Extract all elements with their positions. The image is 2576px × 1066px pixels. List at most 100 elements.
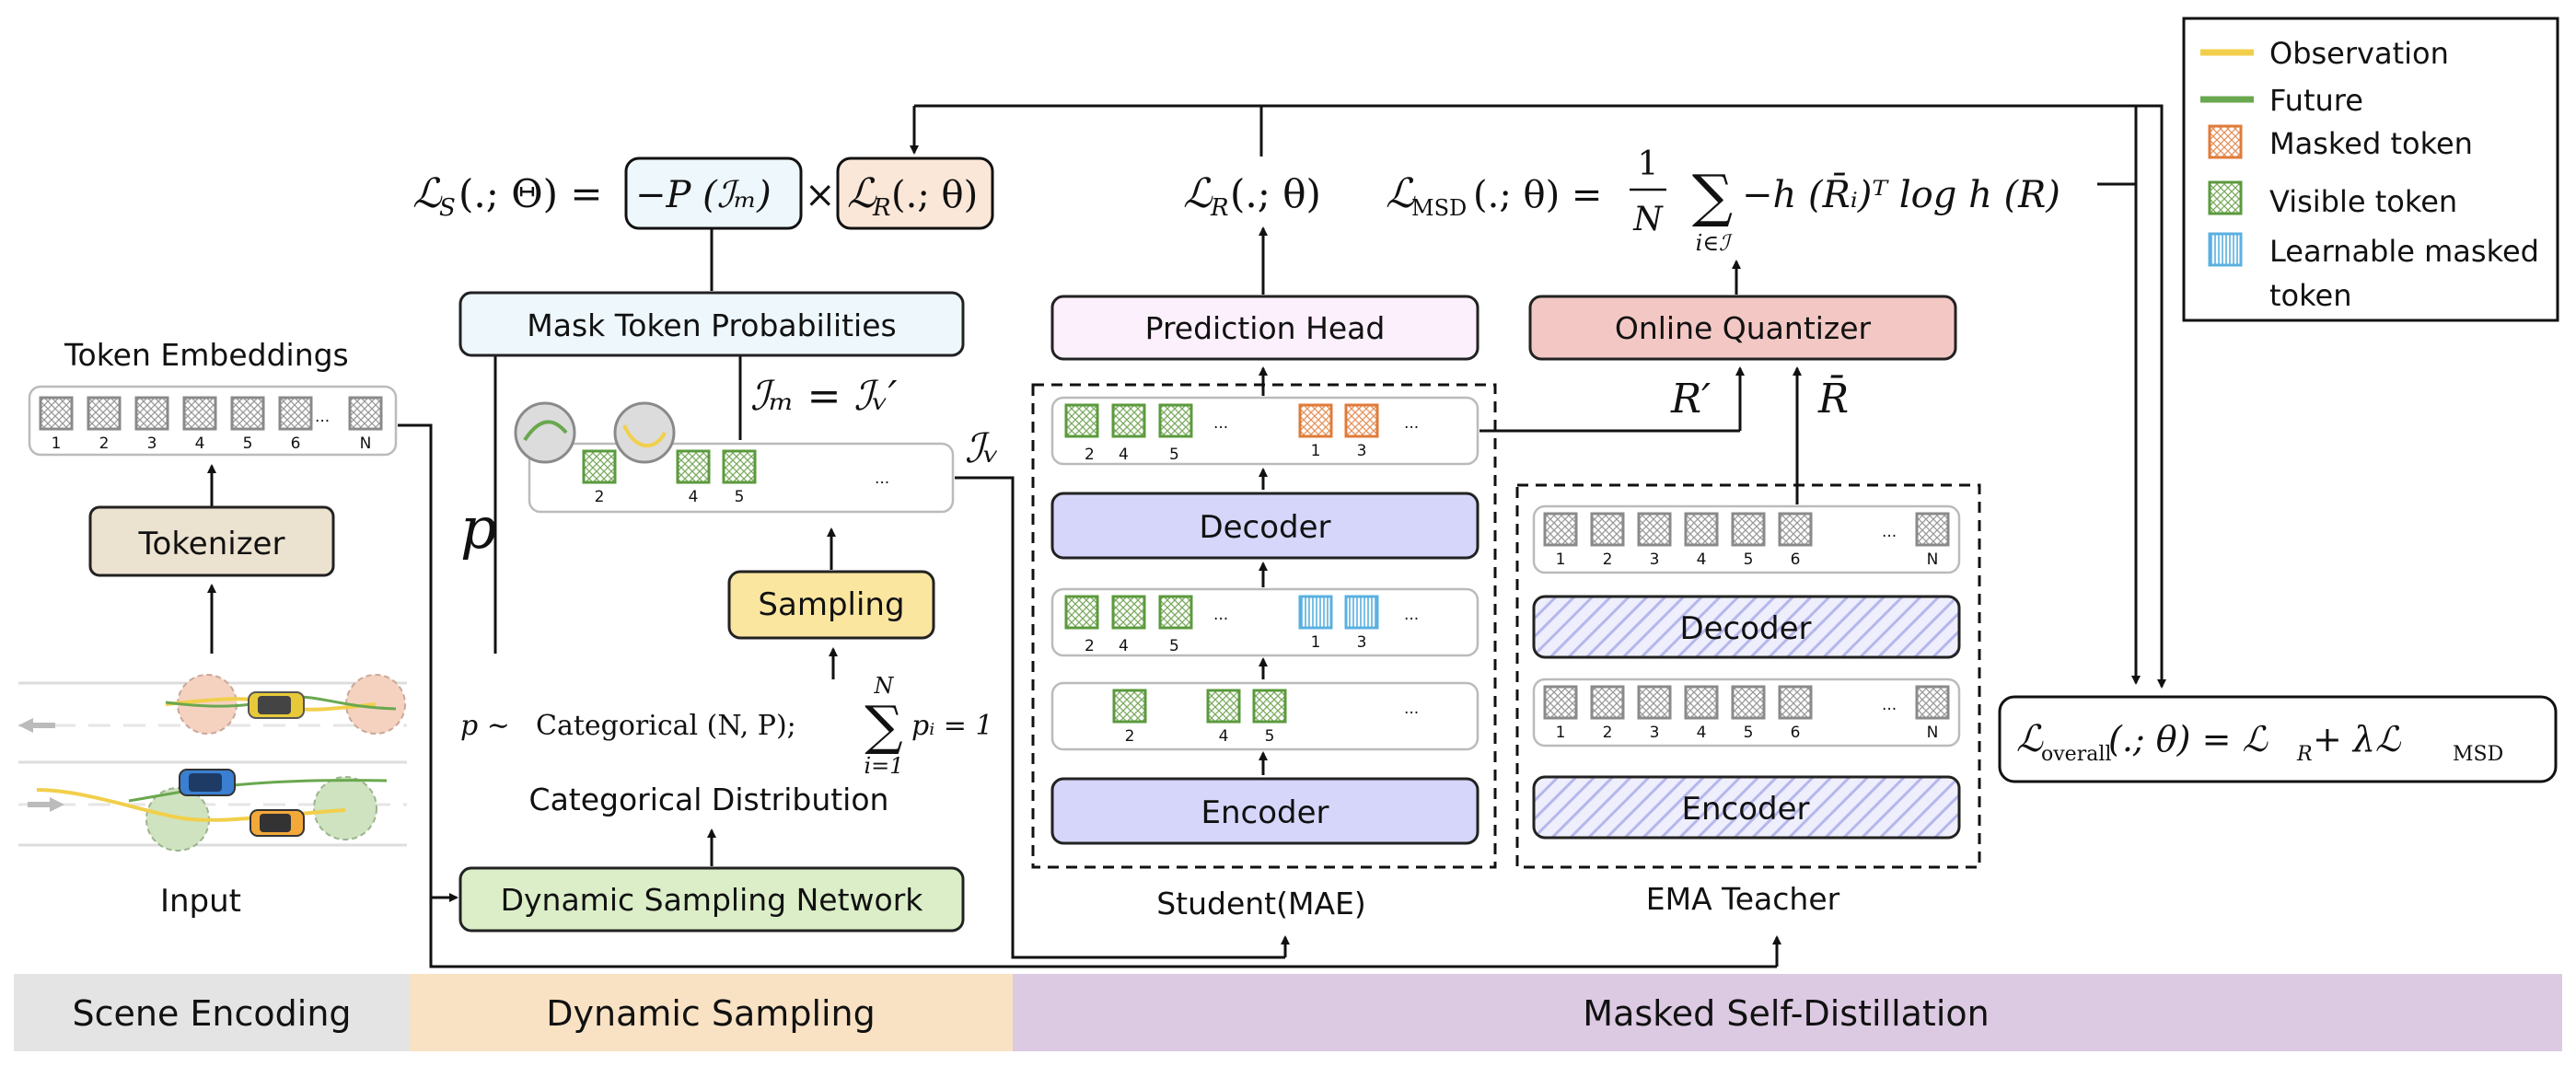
stage-scene-label: Scene Encoding (72, 993, 351, 1034)
svg-text:×: × (805, 174, 836, 216)
sampling-box (727, 570, 935, 640)
svg-text:(.; θ) = ℒ: (.; θ) = ℒ (2108, 719, 2269, 759)
teacher-token (1684, 512, 1719, 547)
legend: Observation Future Masked token Visible … (2182, 17, 2559, 322)
legend-masked-token: Masked token (2269, 126, 2473, 161)
student-label: Student(MAE) (1156, 886, 1366, 921)
ellipsis: ... (315, 408, 330, 426)
teacher-label: EMA Teacher (1646, 881, 1840, 917)
svg-text:R: R (872, 194, 891, 222)
dynamic-sampling-network-box (458, 866, 965, 933)
r-bar: R̄ (1817, 374, 1849, 423)
ellipsis: ... (1213, 606, 1228, 624)
svg-text:(.; Θ) =: (.; Θ) = (458, 171, 603, 216)
visible-token (1206, 689, 1241, 724)
legend-learnable-line2: token (2269, 278, 2351, 313)
sampled-token (722, 449, 757, 484)
msd-formula: ℒ MSD (.; θ) = 1 N ∑ i∈ℐ −h (R̄ᵢ)ᵀ log h… (1386, 145, 2060, 256)
learnable-masked-token (1298, 595, 1333, 630)
token-index: 1 (52, 435, 62, 453)
svg-text:−h (R̄ᵢ)ᵀ log h (R): −h (R̄ᵢ)ᵀ log h (R) (1742, 173, 2060, 216)
ellipsis: ... (1404, 414, 1419, 433)
svg-text:(.; θ) =: (.; θ) = (1473, 174, 1602, 216)
ellipsis: ... (1882, 696, 1897, 714)
embedding-token (39, 396, 74, 431)
p-symbol: p (460, 494, 497, 562)
teacher-decoder-box (1532, 595, 1961, 659)
teacher-token (1778, 685, 1813, 720)
dynamic-sampling-network-label: Dynamic Sampling Network (501, 882, 924, 918)
tokenizer-box (88, 505, 335, 577)
visible-token (1112, 689, 1147, 724)
teacher-token (1731, 512, 1766, 547)
token-index: 6 (291, 435, 301, 453)
teacher-token (1543, 685, 1578, 720)
token-index: 1 (1556, 724, 1566, 742)
sampled-token (582, 449, 617, 484)
sum-body: pᵢ = 1 (911, 710, 993, 742)
ellipsis: ... (1404, 700, 1419, 718)
input-label: Input (160, 883, 241, 920)
svg-text:−P (ℐₘ): −P (ℐₘ) (635, 174, 772, 216)
iv-label: ℐᵥ (965, 425, 999, 472)
svg-text:N: N (1632, 201, 1664, 238)
token-index: 4 (1697, 724, 1707, 742)
im-equation: ℐₘ = ℐᵥ′ (750, 373, 898, 420)
token-index: 2 (1125, 727, 1135, 746)
student-decoder-label: Decoder (1199, 509, 1330, 546)
visible-token (1064, 595, 1099, 630)
sum-top: N (874, 673, 895, 699)
svg-text:MSD: MSD (2453, 743, 2503, 766)
token-index: 1 (1311, 633, 1321, 652)
teacher-container (1515, 483, 1981, 869)
lr-mid-sub: R (1210, 194, 1229, 222)
categorical-distribution-label: Categorical Distribution (529, 782, 889, 817)
token-index: 3 (1357, 633, 1367, 652)
token-index: 2 (595, 488, 605, 506)
embedding-token (278, 396, 313, 431)
student-encoder-label: Encoder (1201, 794, 1329, 831)
teacher-token (1778, 512, 1813, 547)
token-index: N (360, 435, 372, 453)
token-index: 2 (1603, 724, 1613, 742)
visible-token (1158, 595, 1193, 630)
token-index: 5 (243, 435, 253, 453)
lr-box (836, 156, 994, 230)
masked-token (1344, 403, 1379, 438)
mask-token-probabilities-box (458, 291, 965, 357)
ellipsis: ... (1882, 523, 1897, 541)
legend-learnable-line1: Learnable masked (2269, 234, 2539, 269)
embedding-token (134, 396, 169, 431)
stage-dynamic-label: Dynamic Sampling (546, 993, 876, 1034)
token-index: 1 (1311, 442, 1321, 460)
stage-dynamic-sampling (410, 974, 1013, 1051)
overall-loss-box (1998, 695, 2558, 783)
sum-sign: ∑ (864, 694, 902, 757)
categorical-formula: Categorical (N, P); (536, 710, 796, 742)
token-index: 3 (1650, 724, 1660, 742)
teacher-token (1543, 512, 1578, 547)
token-index: 6 (1791, 724, 1801, 742)
online-quantizer-label: Online Quantizer (1615, 310, 1872, 346)
token-index: 4 (1219, 727, 1229, 746)
prediction-head-label: Prediction Head (1145, 310, 1386, 346)
token-index: 5 (1744, 724, 1754, 742)
visible-token (1111, 403, 1146, 438)
stage-scene-encoding (14, 974, 410, 1051)
stage-msd-label: Masked Self-Distillation (1583, 993, 1989, 1034)
teacher-token (1590, 512, 1625, 547)
teacher-token (1637, 512, 1672, 547)
svg-text:MSD: MSD (1411, 195, 1467, 221)
embedding-token (87, 396, 122, 431)
token-index: 5 (1744, 550, 1754, 569)
teacher-token (1731, 685, 1766, 720)
p-sim: p ∼ (460, 710, 510, 742)
sampled-token (676, 449, 711, 484)
embedding-token (230, 396, 265, 431)
token-index: 3 (1650, 550, 1660, 569)
